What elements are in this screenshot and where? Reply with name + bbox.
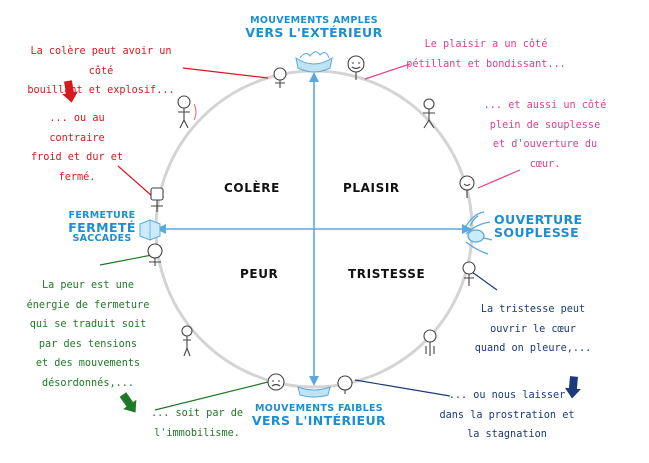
- quadrant-sadness: TRISTESSE: [348, 267, 426, 281]
- note-line: qui se traduit soit: [29, 319, 147, 330]
- note-line: et des mouvements: [35, 358, 141, 369]
- axis-left-line1: FERMETURE: [68, 210, 136, 221]
- note-line: ... ou au contraire: [49, 113, 105, 144]
- note-line: ... ou nous laisser: [448, 390, 566, 401]
- figure-icon: [267, 373, 285, 391]
- axis-left-line3: SACCADES: [72, 233, 132, 245]
- note-line: ... et aussi un côté: [483, 100, 607, 111]
- ice-block-icon: [139, 219, 161, 241]
- note-anger-1: La colère peut avoir un côté bouillant e…: [16, 42, 186, 101]
- note-line: Le plaisir a un côté: [424, 39, 548, 50]
- note-line: l'immobilisme.: [154, 427, 240, 439]
- arrow-down-icon: [119, 392, 137, 413]
- figure-icon: [147, 243, 163, 266]
- axis-bottom-line2: VERS L'INTÉRIEUR: [251, 412, 387, 428]
- note-sadness-1: La tristesse peut ouvrir le cœur quand o…: [466, 300, 600, 359]
- note-line: par des tensions: [38, 338, 138, 350]
- pleasure-connectors: [364, 63, 521, 189]
- note-line: La colère peut avoir un côté: [30, 46, 172, 77]
- axis-right-line2: SOUPLESSE: [494, 225, 580, 241]
- axis-bottom-line1: MOUVEMENTS FAIBLES: [255, 403, 383, 414]
- note-line: ... soit par de: [150, 408, 243, 419]
- fear-connectors: [99, 254, 269, 411]
- quadrant-pleasure: PLAISIR: [343, 181, 400, 195]
- note-line: désordonnés,...: [41, 377, 134, 389]
- note-line: La tristesse peut: [480, 304, 586, 315]
- note-line: cœur.: [529, 158, 561, 170]
- axis-right-line1: OUVERTURE: [494, 212, 583, 227]
- note-line: bouillant et explosif...: [27, 85, 175, 96]
- figure-icon: [177, 95, 197, 129]
- note-line: plein de souplesse: [489, 119, 601, 131]
- axis-left-line2: FERMETÉ: [68, 219, 136, 235]
- note-line: et d'ouverture du: [492, 139, 598, 150]
- axis-label-top: MOUVEMENTS AMPLES VERS L'EXTÉRIEUR: [244, 15, 384, 40]
- note-line: quand on pleure,...: [474, 343, 592, 354]
- note-line: la stagnation: [467, 429, 547, 440]
- figure-icon: [150, 187, 164, 212]
- note-line: La peur est une: [41, 280, 134, 291]
- note-line: ouvrir le cœur: [490, 323, 576, 335]
- axis-label-right: OUVERTURE SOUPLESSE: [494, 213, 584, 239]
- note-pleasure-1: Le plaisir a un côté pétillant et bondis…: [402, 35, 570, 74]
- anger-connectors: [117, 67, 269, 197]
- axis-label-bottom: MOUVEMENTS FAIBLES VERS L'INTÉRIEUR: [244, 403, 394, 428]
- figure-icon: [347, 55, 365, 80]
- figure-icon: [337, 375, 353, 394]
- sadness-connectors: [354, 271, 498, 397]
- figure-icon: [423, 98, 435, 129]
- axis-top-line2: VERS L'EXTÉRIEUR: [245, 24, 383, 40]
- note-line: pétillant et bondissant...: [406, 58, 566, 70]
- note-line: dans la prostration et: [439, 409, 575, 421]
- note-line: froid et dur et: [30, 152, 123, 163]
- note-line: fermé.: [58, 171, 96, 183]
- water-bowl-icon: [297, 386, 331, 398]
- horizontal-axis: [156, 224, 472, 234]
- note-fear-2: ... soit par de l'immobilisme.: [142, 404, 252, 443]
- axis-label-left: FERMETURE FERMETÉ SACCADES: [62, 211, 142, 244]
- water-bowl-icon: [295, 51, 333, 73]
- note-pleasure-2: ... et aussi un côté plein de souplesse …: [480, 96, 610, 174]
- figure-icon: [181, 325, 193, 357]
- arrow-down-icon: [564, 376, 581, 399]
- arrow-down-icon: [62, 80, 78, 103]
- figure-icon: [273, 67, 287, 88]
- quadrant-anger: COLÈRE: [224, 181, 280, 195]
- water-splash-icon: [463, 211, 493, 255]
- note-sadness-2: ... ou nous laisser dans la prostration …: [424, 386, 590, 445]
- axis-top-line1: MOUVEMENTS AMPLES: [250, 15, 378, 26]
- figure-icon: [462, 261, 476, 286]
- quadrant-fear: PEUR: [240, 267, 279, 281]
- note-line: énergie de fermeture: [26, 299, 150, 311]
- note-anger-2: ... ou au contraire froid et dur et ferm…: [22, 109, 132, 187]
- figure-icon: [459, 175, 475, 198]
- note-fear-1: La peur est une énergie de fermeture qui…: [14, 276, 162, 393]
- figure-icon: [423, 329, 437, 356]
